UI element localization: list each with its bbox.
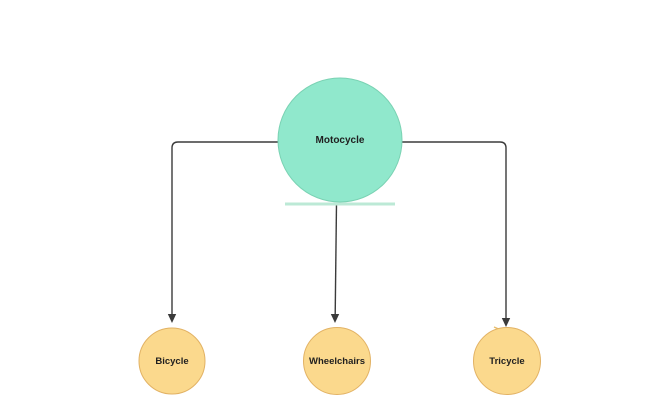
connector-root-to-wheelchairs[interactable] bbox=[334, 202, 338, 315]
node-tricycle-label: Tricycle bbox=[489, 356, 524, 367]
node-bicycle[interactable] bbox=[138, 327, 206, 395]
child-nodes: Bicycle Wheelchairs Tricycle bbox=[138, 327, 541, 395]
connector-root-to-wheelchairs-arrowhead bbox=[330, 314, 340, 323]
node-wheelchairs[interactable] bbox=[303, 327, 371, 395]
node-motocycle-label: Motocycle bbox=[316, 135, 365, 146]
node-wheelchairs-label: Wheelchairs bbox=[309, 356, 365, 367]
node-bicycle-label: Bicycle bbox=[155, 356, 188, 367]
node-motocycle[interactable] bbox=[277, 77, 403, 203]
connector-root-to-tricycle[interactable] bbox=[401, 141, 507, 318]
connector-root-to-tricycle-arrowhead bbox=[501, 318, 511, 327]
connector-root-to-bicycle-arrowhead bbox=[167, 314, 177, 323]
connector-root-to-bicycle[interactable] bbox=[171, 141, 278, 314]
node-tricycle[interactable] bbox=[473, 327, 541, 395]
connector-group bbox=[167, 141, 511, 327]
